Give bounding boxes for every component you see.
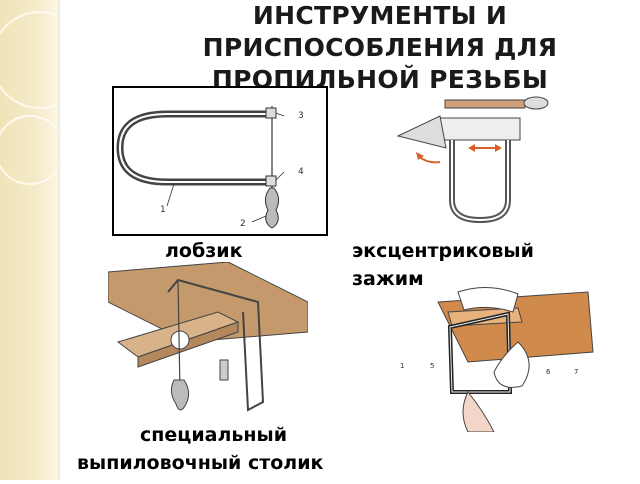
title-line-3: ПРОПИЛЬНОЙ РЕЗЬБЫ: [211, 65, 549, 90]
decorative-side-strip: [0, 0, 89, 480]
fretsaw-label-1: 1: [160, 205, 166, 215]
fretsaw-label-3: 3: [298, 111, 304, 121]
fretsaw-caption: лобзик: [165, 240, 243, 262]
title-line-2: ПРИСПОСОБЛЕНИЯ ДЛЯ: [202, 33, 558, 62]
clamp-caption-line-1: эксцентриковый: [352, 240, 534, 262]
table-caption-line-1: специальный: [140, 424, 288, 446]
sawing-label-5: 5: [430, 362, 434, 370]
sawing-label-6: 6: [546, 368, 551, 376]
fretsaw-figure: 3 4 1 2: [112, 86, 328, 236]
eccentric-clamp-figure: [396, 96, 549, 224]
strip-shadow: [58, 0, 62, 480]
sawing-label-1: 1: [400, 362, 404, 370]
fretsaw-label-4: 4: [298, 167, 304, 177]
sawing-figure: 1 5 6 7: [400, 287, 594, 432]
title-line-1: ИНСТРУМЕНТЫ И: [252, 1, 508, 30]
slide-title: ИНСТРУМЕНТЫ И ПРИСПОСОБЛЕНИЯ ДЛЯ ПРОПИЛЬ…: [120, 0, 640, 90]
fretwork-table-figure: [108, 262, 308, 412]
table-caption-line-2: выпиловочный столик: [77, 452, 324, 474]
decorative-circles: [0, 11, 89, 185]
clamp-caption-line-2: зажим: [352, 268, 424, 290]
sawing-label-7: 7: [574, 368, 578, 376]
fretsaw-label-2: 2: [240, 219, 246, 229]
